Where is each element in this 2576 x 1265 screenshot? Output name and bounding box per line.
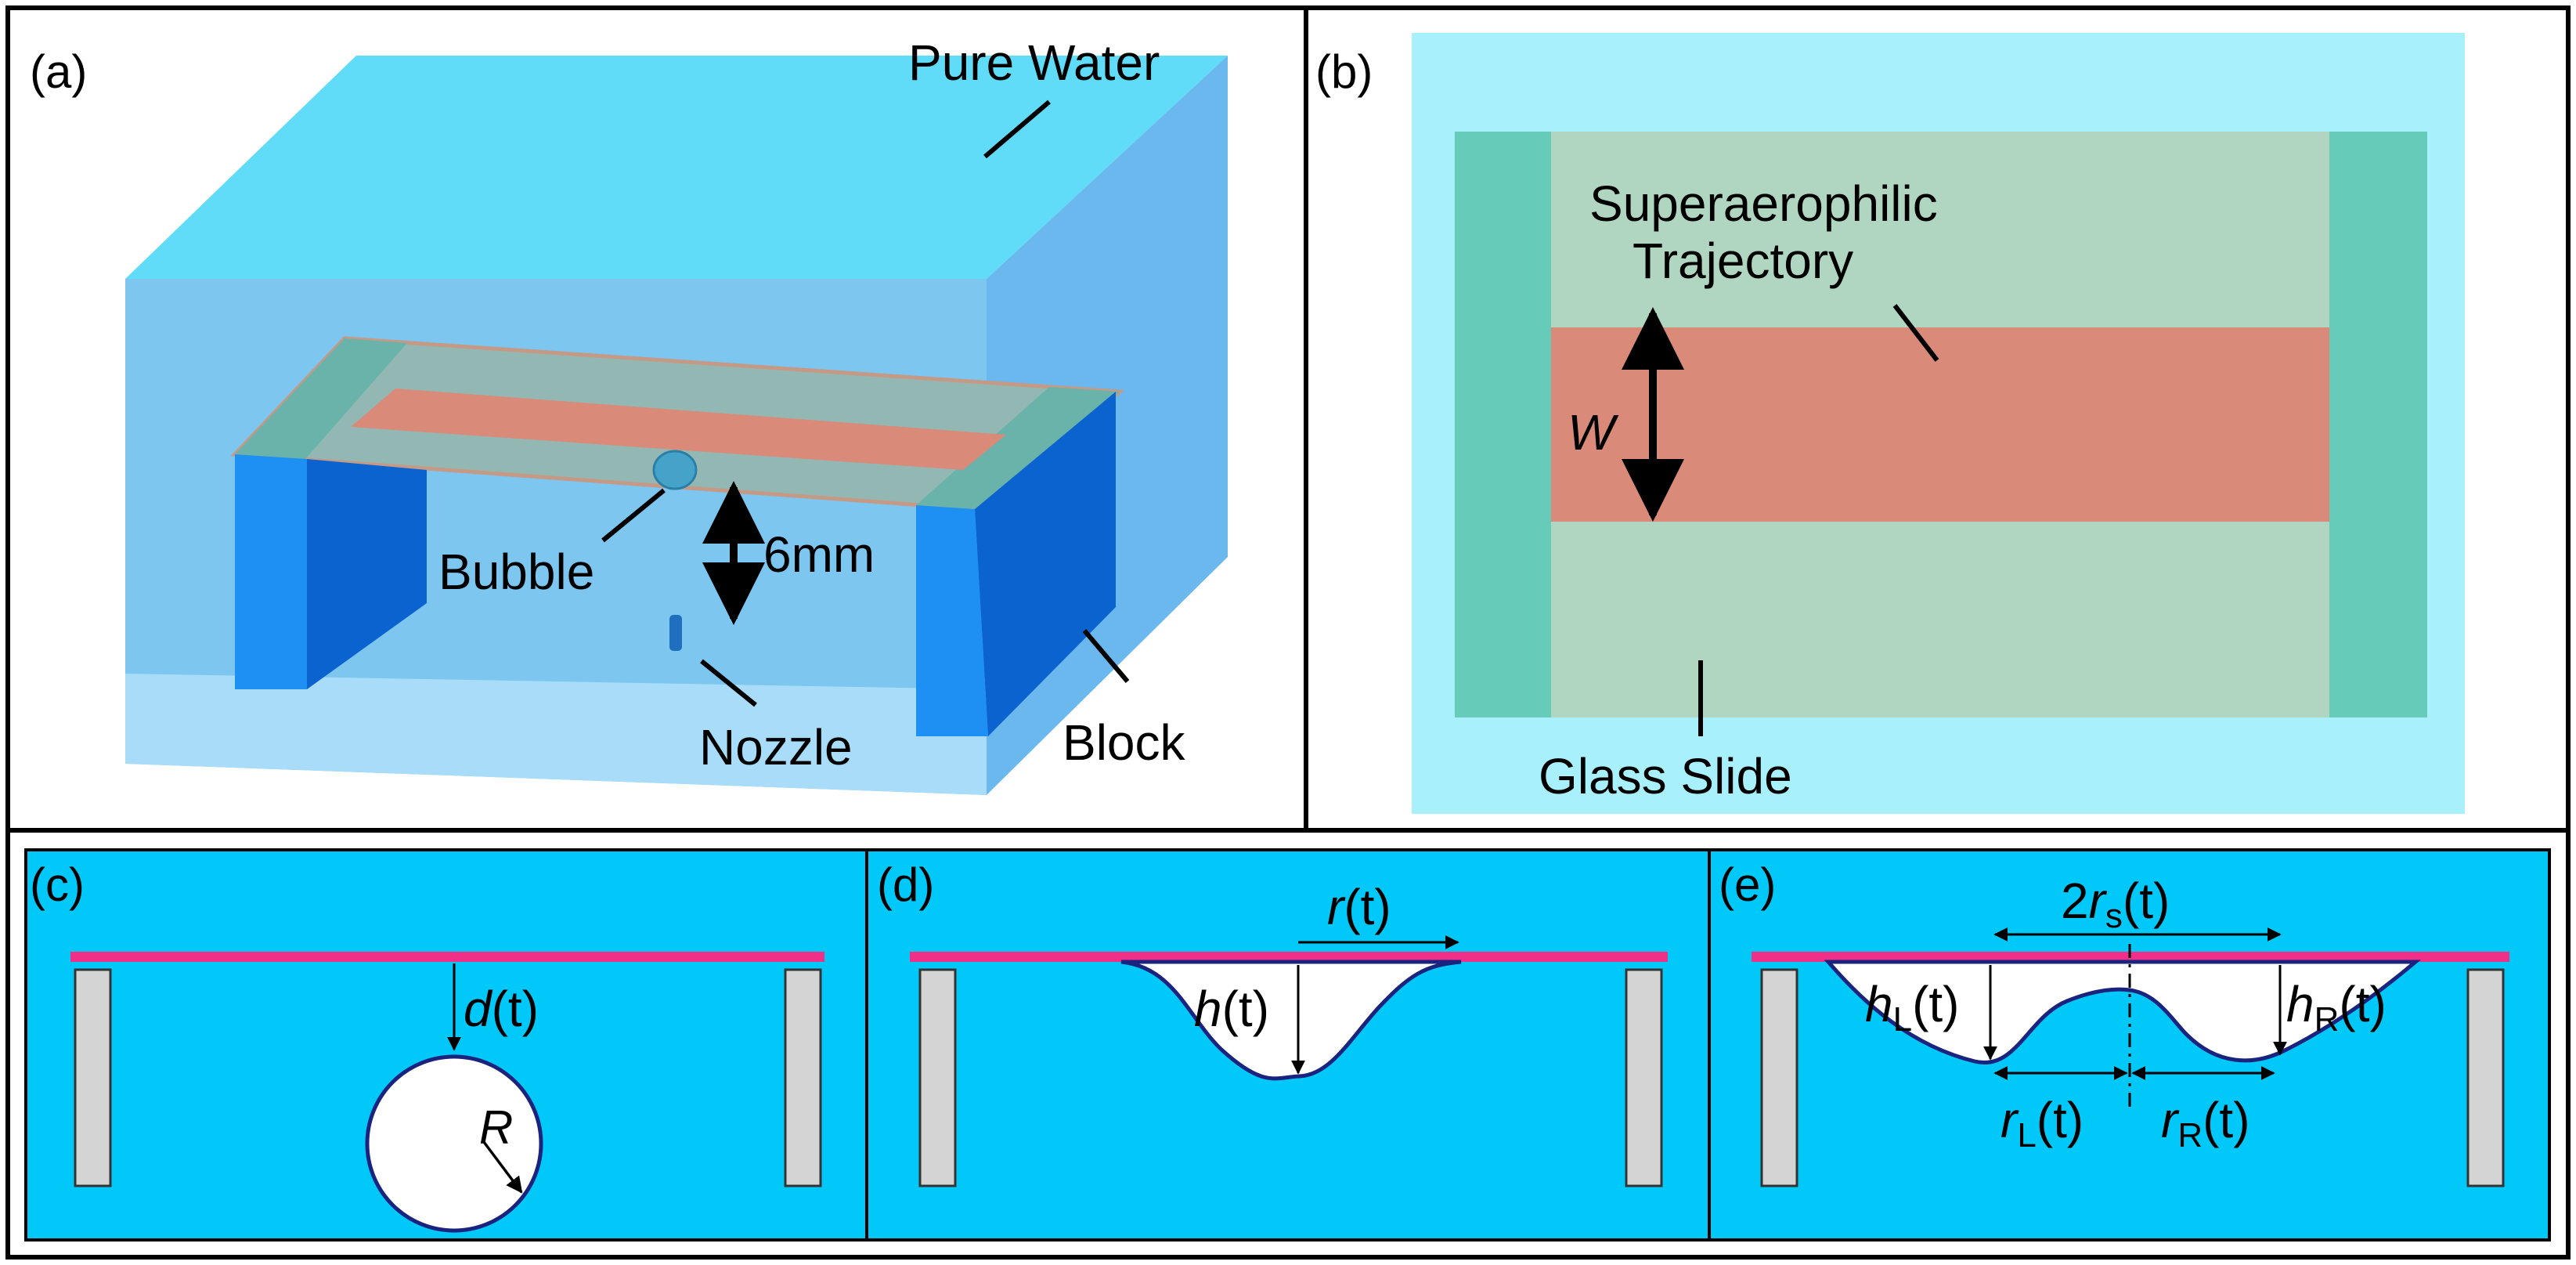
label-pure-water: Pure Water — [908, 34, 1160, 91]
h-symbol: h — [1194, 981, 1222, 1037]
panel-a-tag: (a) — [30, 45, 87, 98]
2rs-coefficient: 2 — [2061, 873, 2089, 929]
label-2rs: 2rs(t) — [2061, 873, 2170, 935]
rR-symbol: r — [2161, 1092, 2180, 1148]
pillar-c-right — [784, 968, 822, 1187]
hR-symbol: h — [2286, 976, 2314, 1032]
glass-edge-left — [1455, 132, 1551, 717]
label-rL: rL(t) — [2001, 1092, 2084, 1155]
label-glass-slide: Glass Slide — [1539, 748, 1792, 804]
2rs-symbol: r — [2089, 873, 2108, 929]
block-right-side — [975, 392, 1116, 736]
d-symbol: d — [464, 981, 493, 1037]
label-bubble: Bubble — [438, 544, 594, 600]
glass-slide-end-left — [235, 338, 407, 459]
h-argument: (t) — [1222, 981, 1269, 1037]
label-block: Block — [1063, 714, 1186, 771]
leader-bubble — [601, 488, 666, 543]
panel-c: (c) d(t) R — [30, 858, 824, 1233]
label-distance: 6mm — [763, 526, 875, 583]
label-radius: R — [479, 1101, 513, 1154]
rL-argument: (t) — [2037, 1092, 2084, 1148]
pillar-d-right — [1625, 968, 1663, 1187]
d-argument: (t) — [492, 981, 539, 1037]
panel-d-tag: (d) — [877, 858, 934, 911]
pillar-c-left — [74, 968, 112, 1187]
pillar-d-left — [918, 968, 957, 1187]
label-d: d(t) — [464, 981, 539, 1037]
label-hR: hR(t) — [2286, 976, 2387, 1039]
trajectory-strip — [1551, 327, 2329, 522]
leader-trajectory — [1892, 304, 1939, 362]
slide-bar-d — [910, 952, 1668, 962]
radius-arrow — [482, 1140, 523, 1194]
label-width: W — [1568, 404, 1619, 461]
hL-subscript: L — [1893, 1000, 1912, 1039]
block-right-front — [916, 505, 988, 736]
bubble-circle — [365, 1054, 543, 1233]
hL-symbol: h — [1865, 976, 1893, 1032]
label-rR: rR(t) — [2161, 1092, 2250, 1155]
block-left-front — [235, 454, 307, 689]
leader-pure-water — [983, 99, 1051, 159]
rL-subscript: L — [2017, 1116, 2036, 1155]
panel-b: (b) Superaerophilic Trajectory W Glass S… — [1315, 33, 2465, 814]
hL-argument: (t) — [1912, 976, 1959, 1032]
figure-border — [5, 5, 2571, 1260]
2rs-argument: (t) — [2123, 873, 2170, 929]
slide-bar-c — [70, 952, 824, 962]
rL-symbol: r — [2001, 1092, 2019, 1148]
hR-subscript: R — [2314, 1000, 2340, 1039]
panel-a: (a) Pure Water Bubble 6mm Nozzle Block — [30, 34, 1228, 795]
label-trajectory-line1: Superaerophilic — [1589, 175, 1938, 232]
2rs-subscript: s — [2105, 897, 2123, 935]
panel-c-tag: (c) — [30, 858, 85, 911]
rR-argument: (t) — [2203, 1092, 2249, 1148]
label-trajectory-line2: Trajectory — [1633, 233, 1853, 289]
rR-subscript: R — [2177, 1116, 2203, 1155]
label-hL: hL(t) — [1865, 976, 1959, 1039]
bubble-spreading-d — [1120, 960, 1462, 1081]
leader-nozzle — [700, 659, 757, 707]
nozzle-shape — [669, 615, 682, 651]
water-box-floor — [125, 674, 987, 795]
leader-block — [1082, 629, 1130, 683]
bubble-sphere — [652, 450, 698, 490]
label-r: r(t) — [1327, 879, 1391, 935]
hR-argument: (t) — [2339, 976, 2386, 1032]
water-box-top — [125, 56, 1228, 279]
bubble-split-e — [1824, 960, 2421, 1065]
label-nozzle: Nozzle — [699, 719, 853, 775]
panel-d: (d) r(t) h(t) — [877, 858, 1668, 1187]
pillar-e-left — [1760, 968, 1799, 1187]
glass-edge-right — [2329, 132, 2427, 717]
glass-slide-end-right — [916, 387, 1120, 509]
pillar-e-right — [2466, 968, 2505, 1187]
panel-b-tag: (b) — [1315, 45, 1373, 98]
label-h: h(t) — [1194, 981, 1269, 1037]
r-argument: (t) — [1344, 879, 1391, 935]
trajectory-strip-3d — [351, 389, 1006, 470]
panel-e-tag: (e) — [1719, 858, 1776, 911]
r-symbol: r — [1327, 879, 1346, 935]
panel-e: (e) 2rs(t) hL(t) hR(t) rL(t) rR(t) — [1719, 858, 2509, 1187]
block-left-side — [307, 459, 427, 689]
